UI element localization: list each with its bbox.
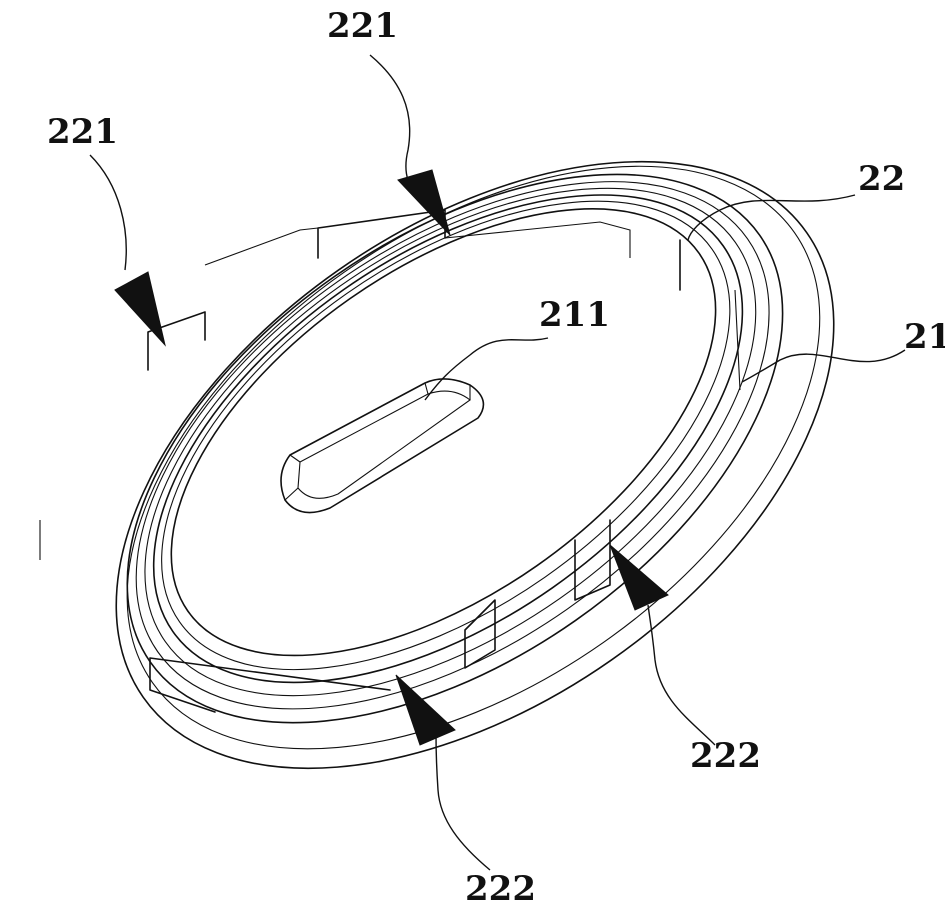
ring-wall-3 [144, 187, 757, 697]
arrow-222-right [609, 544, 669, 611]
outer-base-rim [115, 160, 835, 770]
ring-wall-4 [152, 194, 744, 684]
leader-211 [424, 337, 549, 401]
leader-222-bottom [435, 734, 491, 871]
slot-bevel [284, 382, 471, 501]
slot-outer [280, 378, 485, 514]
ring-body [115, 160, 835, 770]
arrow-221-left [114, 271, 166, 347]
arrowheads [114, 169, 669, 746]
leader-221-top [369, 54, 421, 196]
bottom-notch-a [149, 657, 391, 713]
ring-inner-edge [170, 208, 717, 657]
arrow-222-bottom [395, 674, 456, 746]
label-221-top: 221 [327, 6, 398, 46]
ring-wall-1 [126, 173, 784, 724]
leader-lines [89, 54, 906, 871]
ring-wall-5 [161, 200, 731, 671]
label-211: 211 [539, 295, 610, 335]
label-222-bottom: 222 [465, 869, 536, 909]
label-222-right: 222 [690, 736, 761, 776]
outer-edge-detail [39, 289, 741, 560]
label-21: 21 [904, 317, 945, 357]
bottom-notch-b [464, 599, 496, 669]
leader-21 [741, 349, 906, 383]
ring-notches [39, 209, 741, 713]
left-tab-step [204, 227, 319, 266]
reference-labels: 221 221 22 21 211 222 222 [47, 6, 945, 909]
top-tab-2 [444, 221, 631, 258]
center-slot [280, 378, 485, 514]
outer-base-edge [126, 165, 821, 750]
leader-22 [687, 194, 856, 241]
slot-inner [297, 390, 471, 499]
arrow-221-top [397, 169, 451, 236]
label-22: 22 [858, 159, 905, 199]
leader-221-left [89, 154, 127, 271]
right-notch [574, 519, 611, 601]
label-221-left: 221 [47, 112, 118, 152]
ring-wall-2 [135, 181, 770, 710]
leader-222-right [647, 604, 716, 746]
left-tab [147, 311, 206, 371]
